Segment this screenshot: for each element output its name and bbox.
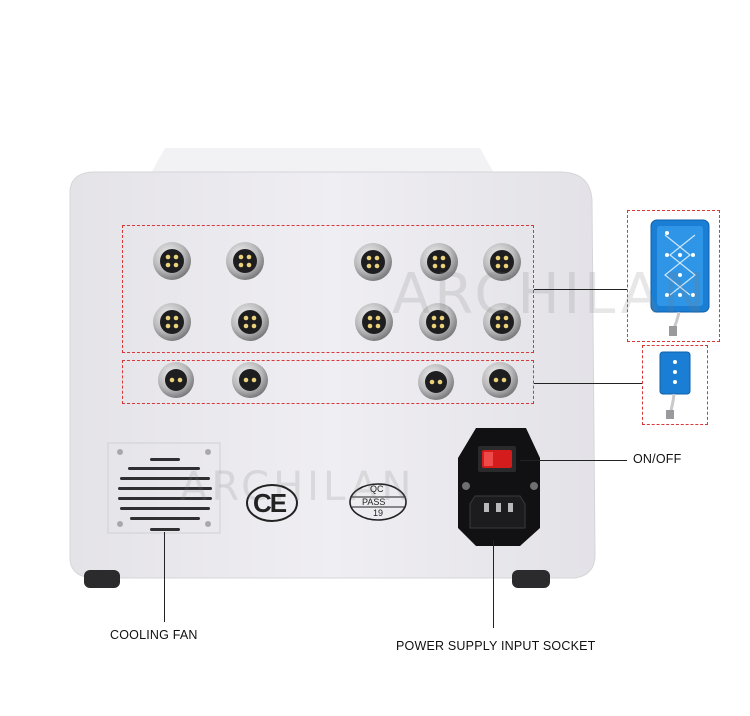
fan-leader-line bbox=[164, 532, 165, 622]
onoff-leader-line bbox=[520, 460, 627, 461]
ce-mark bbox=[246, 484, 298, 522]
connector-group-4pin bbox=[153, 242, 521, 341]
qc-number-text: 19 bbox=[373, 508, 384, 518]
cooling-fan-label: COOLING FAN bbox=[110, 628, 198, 642]
qc-pass-mark bbox=[349, 483, 407, 521]
small-blue-pad-accessory bbox=[659, 351, 691, 419]
blue-pad-accessory bbox=[650, 219, 710, 336]
watermark-top: ARCHILAN bbox=[392, 262, 709, 327]
small-pad-leader-line bbox=[534, 383, 642, 384]
device-top bbox=[150, 148, 495, 175]
qc-pass-text: PASS bbox=[362, 497, 386, 507]
cooling-fan-grille bbox=[107, 442, 221, 534]
device-foot-left bbox=[84, 570, 120, 588]
pad-callout-box bbox=[627, 210, 720, 342]
connector-callout-box bbox=[122, 225, 534, 353]
watermark-bottom: ARCHILAN bbox=[180, 464, 416, 510]
power-module bbox=[458, 428, 540, 546]
socket-leader-line bbox=[493, 540, 494, 628]
power-socket-label: POWER SUPPLY INPUT SOCKET bbox=[396, 639, 596, 653]
qc-text: QC bbox=[370, 484, 384, 494]
small-pad-callout-box bbox=[642, 345, 708, 425]
connector-group-2pin bbox=[158, 362, 518, 400]
device-foot-right bbox=[512, 570, 550, 588]
ce-text: CE bbox=[253, 488, 287, 518]
two-pin-callout-box bbox=[122, 360, 534, 404]
onoff-label: ON/OFF bbox=[633, 452, 682, 466]
pad-leader-line bbox=[534, 289, 627, 290]
